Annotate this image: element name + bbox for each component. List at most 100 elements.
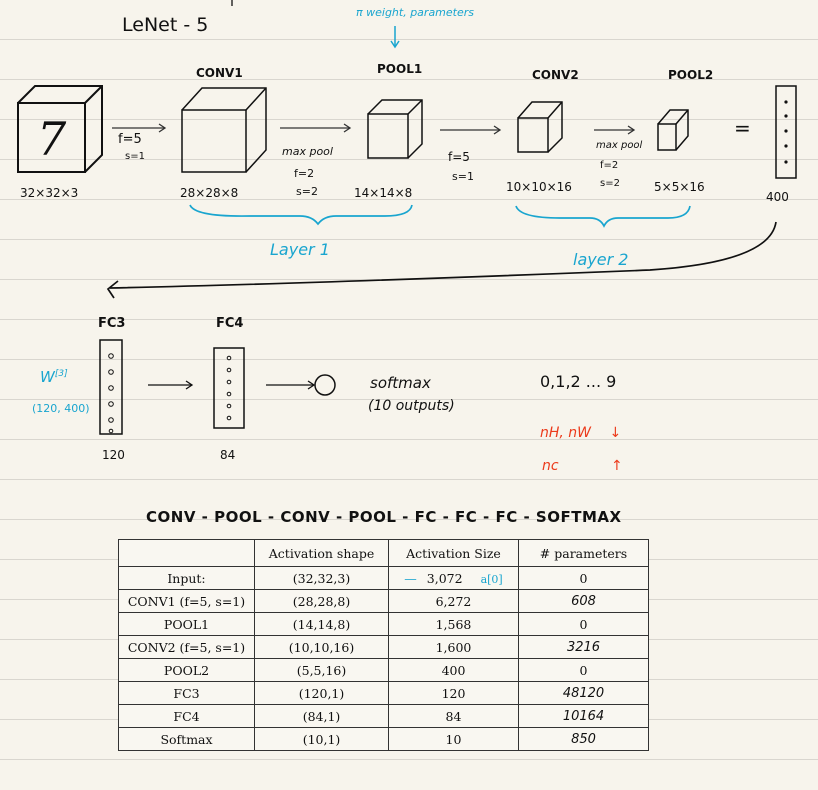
header-layer — [118, 539, 255, 567]
table-header-row: Activation shape Activation Size # param… — [118, 539, 649, 567]
cell-params: 10164 — [518, 704, 649, 728]
op-conv2-f: f=5 — [448, 150, 470, 164]
table-row: POOL1 (14,14,8) 1,568 0 — [118, 612, 649, 636]
op-pool2-f: f=2 — [600, 160, 619, 171]
table-row: FC4 (84,1) 84 10164 — [118, 704, 649, 728]
weight-superscript: [3] — [54, 369, 68, 379]
layer1-brace — [189, 204, 413, 226]
op-conv2-s: s=1 — [452, 170, 474, 183]
layer1-label: Layer 1 — [270, 240, 330, 259]
cell-shape: (120,1) — [254, 681, 389, 705]
table-row: CONV1 (f=5, s=1) (28,28,8) 6,272 608 — [118, 589, 649, 613]
cell-size: 400 — [388, 658, 519, 682]
label-pool2: POOL2 — [668, 68, 714, 82]
cell-size: 1,568 — [388, 612, 519, 636]
layer2-label: layer 2 — [573, 250, 629, 269]
arrow-softmax — [266, 380, 316, 390]
trend-up-icon: ↑ — [611, 458, 623, 474]
label-pool1: POOL1 — [377, 62, 423, 76]
shape-input: 32×32×3 — [20, 186, 79, 200]
table-row: CONV2 (f=5, s=1) (10,10,16) 1,600 3216 — [118, 635, 649, 659]
cell-layer: Input: — [118, 566, 255, 590]
parameter-table: Activation shape Activation Size # param… — [118, 539, 649, 751]
pool2-volume-shape — [657, 109, 689, 151]
arrow-pool2 — [594, 125, 636, 135]
header-parameters: # parameters — [518, 539, 649, 567]
cell-size: 84 — [388, 704, 519, 728]
cell-params: 608 — [518, 589, 649, 613]
cell-params: 48120 — [518, 681, 649, 705]
layer-sequence: CONV - POOL - CONV - POOL - FC - FC - FC… — [146, 508, 622, 526]
cell-shape: (28,28,8) — [254, 589, 389, 613]
cell-params: 0 — [518, 612, 649, 636]
input-size-note: a[0] — [480, 572, 503, 586]
cell-size: 6,272 — [388, 589, 519, 613]
table-row: Softmax (10,1) 10 850 — [118, 727, 649, 751]
flatten-vector-shape — [775, 85, 797, 179]
cell-layer: Softmax — [118, 727, 255, 751]
input-digit: 7 — [37, 112, 67, 166]
pool1-volume-shape — [367, 99, 423, 159]
equals-sign: = — [734, 116, 751, 140]
op-pool2-s: s=2 — [600, 178, 620, 189]
shape-conv2: 10×10×16 — [506, 180, 572, 194]
trend-nh-nw-label: nH, nW — [540, 425, 592, 441]
cell-shape: (32,32,3) — [254, 566, 389, 590]
op-pool1-s: s=2 — [296, 185, 318, 198]
op-pool1-type: max pool — [282, 145, 333, 158]
label-fc3: FC3 — [98, 316, 126, 331]
softmax-node — [314, 374, 336, 396]
label-fc4: FC4 — [216, 316, 244, 331]
cell-shape: (84,1) — [254, 704, 389, 728]
cell-params: 850 — [518, 727, 649, 751]
input-size-dash: — — [404, 570, 417, 586]
fc3-size: 120 — [102, 448, 125, 462]
cell-size: 10 — [388, 727, 519, 751]
cell-params: 0 — [518, 658, 649, 682]
op-pool2-type: max pool — [596, 140, 643, 151]
table-row: POOL2 (5,5,16) 400 0 — [118, 658, 649, 682]
trend-down-icon: ↓ — [609, 425, 622, 441]
cell-size: 120 — [388, 681, 519, 705]
parameter-table-container: Activation shape Activation Size # param… — [118, 539, 649, 751]
trend-nc-label: nc — [542, 458, 559, 474]
fc4-vector-shape — [213, 347, 245, 429]
arrow-pool1 — [280, 123, 352, 133]
arrow-fc4 — [148, 380, 194, 390]
cell-layer: POOL2 — [118, 658, 255, 682]
softmax-label: softmax — [370, 374, 431, 392]
cell-shape: (10,1) — [254, 727, 389, 751]
shape-flatten: 400 — [766, 190, 789, 204]
cell-size: 1,600 — [388, 635, 519, 659]
cell-shape: (14,14,8) — [254, 612, 389, 636]
op-conv1-s: s=1 — [125, 151, 145, 162]
weight-shape: (120, 400) — [32, 402, 90, 415]
page-title: LeNet - 5 — [122, 14, 209, 36]
input-size-value: 3,072 — [426, 570, 463, 586]
table-row: Input: (32,32,3) — 3,072 a[0] 0 — [118, 566, 649, 590]
trend-nc: nc ↑ — [542, 458, 623, 474]
layer2-brace — [515, 205, 691, 228]
conv2-volume-shape — [517, 101, 563, 153]
cell-shape: (10,10,16) — [254, 635, 389, 659]
arrow-conv1 — [112, 123, 167, 133]
cell-shape: (5,5,16) — [254, 658, 389, 682]
shape-pool2: 5×5×16 — [654, 180, 705, 194]
header-activation-shape: Activation shape — [254, 539, 389, 567]
table-row: FC3 (120,1) 120 48120 — [118, 681, 649, 705]
label-conv1: CONV1 — [196, 66, 243, 80]
output-classes: 0,1,2 ... 9 — [540, 372, 617, 391]
trend-nh-nw: nH, nW ↓ — [540, 425, 621, 441]
cell-layer: CONV2 (f=5, s=1) — [118, 635, 255, 659]
op-conv1-f: f=5 — [118, 132, 142, 147]
note-weights-parameters: π weight, parameters — [356, 6, 475, 19]
cell-params: 0 — [518, 566, 649, 590]
shape-conv1: 28×28×8 — [180, 186, 239, 200]
cell-size: — 3,072 a[0] — [388, 566, 519, 590]
weight-symbol: W — [40, 368, 55, 386]
input-volume-shape — [17, 85, 103, 173]
label-conv2: CONV2 — [532, 68, 579, 82]
fc3-vector-shape — [99, 339, 123, 435]
cell-layer: FC4 — [118, 704, 255, 728]
